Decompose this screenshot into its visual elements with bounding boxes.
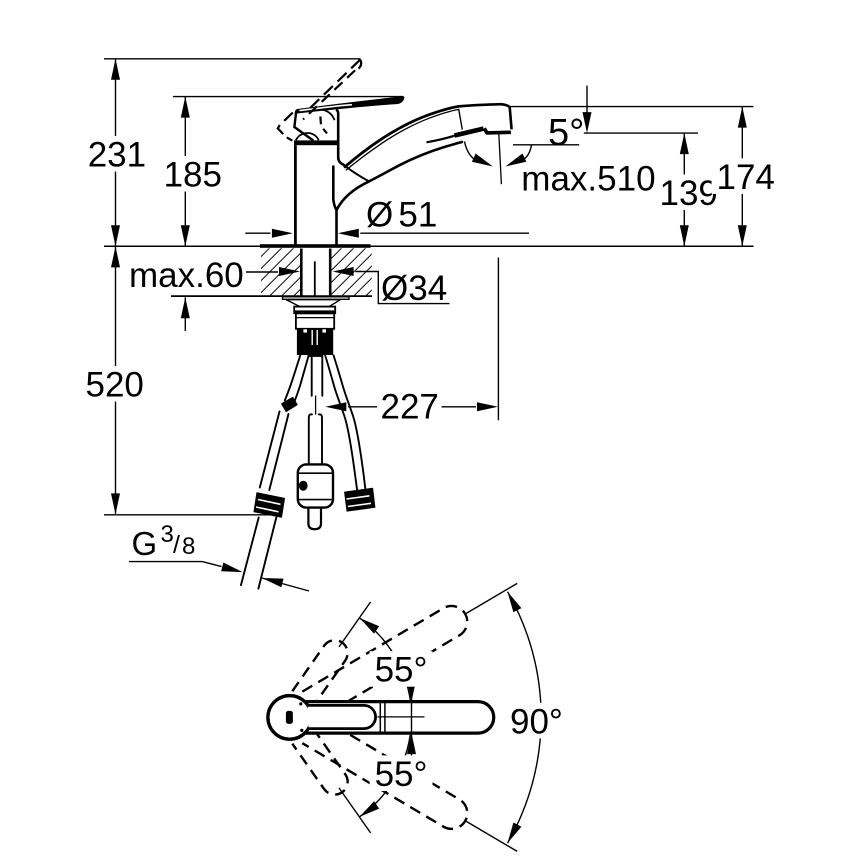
- svg-text:G: G: [132, 525, 158, 562]
- svg-text:185: 185: [164, 156, 222, 195]
- svg-text:Ø34: Ø34: [381, 269, 447, 308]
- svg-text:51: 51: [398, 196, 437, 235]
- svg-text:139: 139: [660, 174, 718, 213]
- svg-text:174: 174: [717, 158, 775, 197]
- svg-text:55°: 55°: [375, 651, 428, 690]
- svg-text:Ø: Ø: [366, 196, 393, 235]
- svg-text:/: /: [173, 531, 180, 559]
- svg-text:90°: 90°: [510, 702, 563, 741]
- svg-text:231: 231: [88, 136, 146, 175]
- svg-text:5°: 5°: [548, 112, 584, 154]
- svg-text:55°: 55°: [375, 755, 428, 794]
- svg-text:max.510: max.510: [521, 159, 655, 198]
- svg-text:max.60: max.60: [129, 256, 244, 295]
- svg-text:520: 520: [86, 366, 144, 405]
- svg-text:3: 3: [161, 521, 174, 548]
- svg-text:227: 227: [381, 388, 439, 427]
- svg-text:8: 8: [182, 533, 195, 560]
